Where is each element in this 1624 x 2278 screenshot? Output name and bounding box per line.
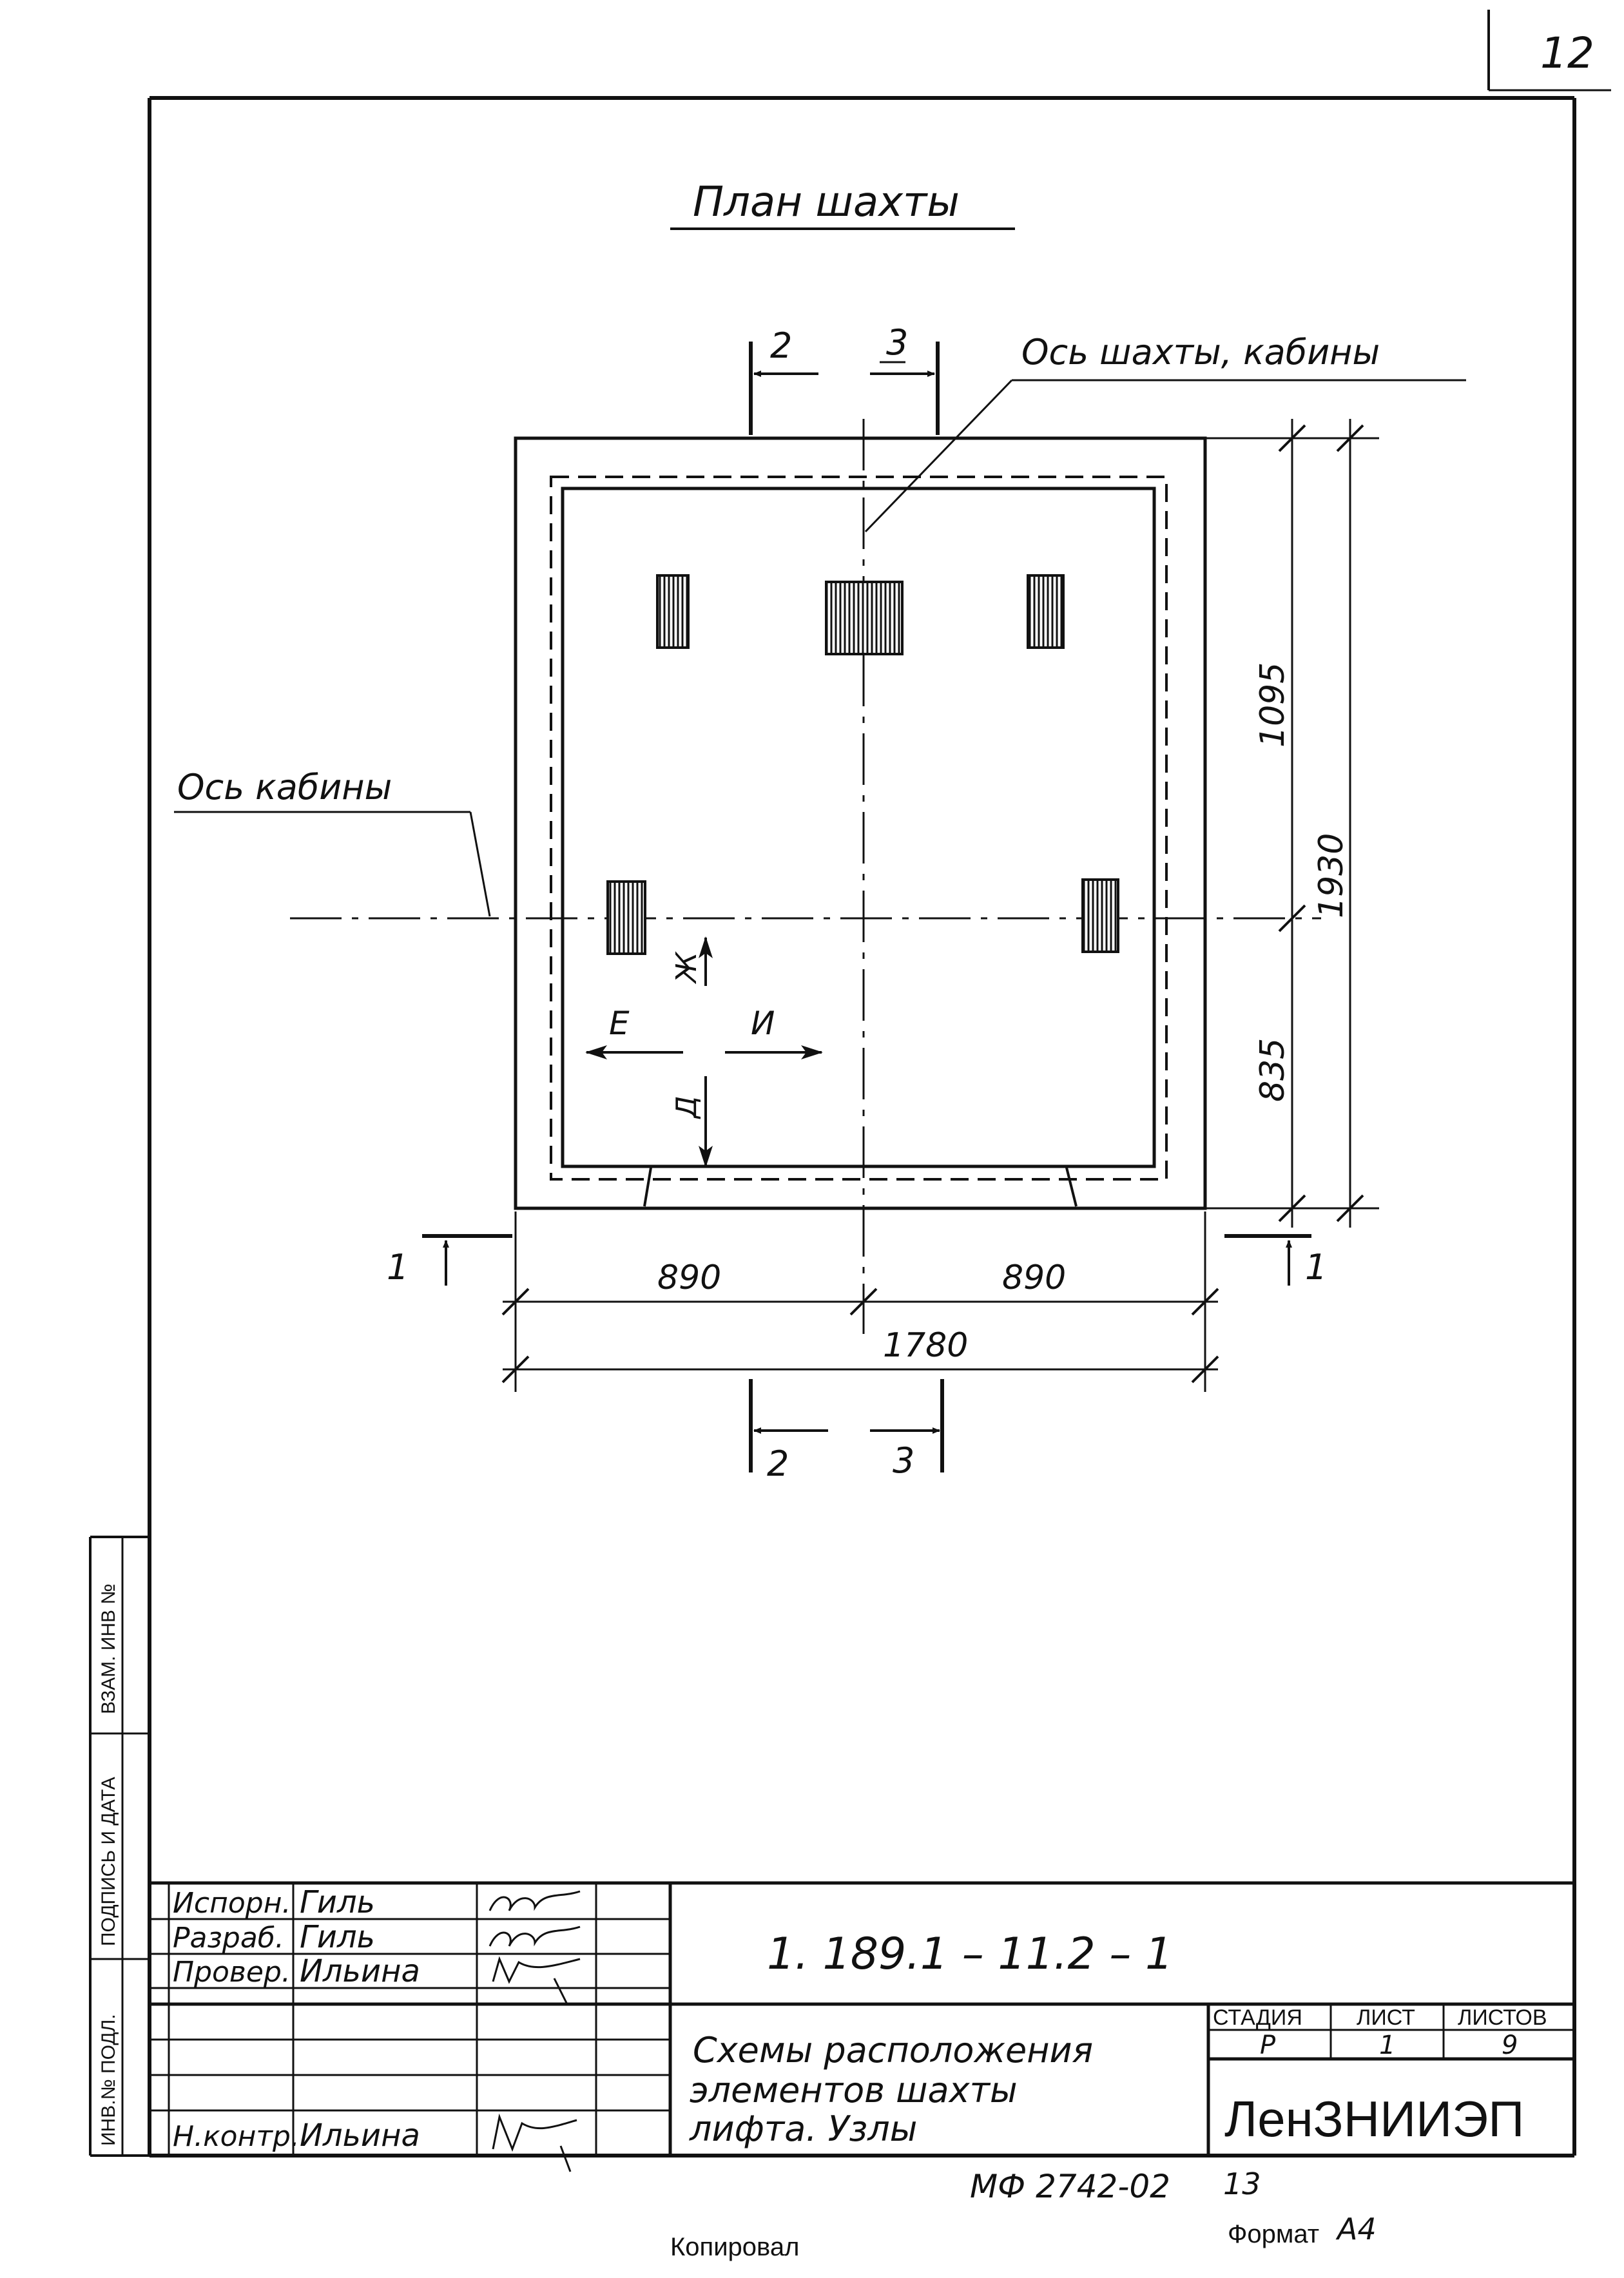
row-name: Ильина: [300, 2118, 420, 2154]
signature-4: [492, 2113, 577, 2172]
signature-1: [488, 1890, 581, 1911]
direction-arrows: [585, 936, 823, 1168]
dim-right: 890: [1002, 1259, 1066, 1297]
sheet-value: 1: [1379, 2031, 1395, 2060]
dir-down-label: Д: [670, 1096, 703, 1119]
row-role: Испорн.: [173, 1887, 291, 1920]
footer-code: МФ 2742-02: [970, 2168, 1170, 2205]
row-role: Провер.: [173, 1956, 291, 1989]
dim-top: 1095: [1253, 662, 1292, 748]
bracket-top-center: [825, 581, 904, 655]
bracket-top-left: [656, 574, 690, 649]
footer-number: 13: [1223, 2167, 1261, 2201]
section-1-left: 1: [387, 1247, 409, 1288]
guide-bracket-right: [1081, 878, 1119, 953]
section-3-bottom: 3: [893, 1440, 914, 1481]
title-block-row-1: Испорн. Гиль: [173, 1884, 581, 1920]
section-marks-1: [422, 1234, 1311, 1286]
dir-up-label: Ж: [670, 951, 703, 985]
dir-left-label: Е: [609, 1005, 630, 1042]
format-label: Формат: [1228, 2220, 1319, 2248]
cabin-outline: [561, 487, 1156, 1168]
sheets-value: 9: [1502, 2031, 1518, 2060]
title-block-row-4: Н.контр. Ильина: [173, 2113, 577, 2172]
bracket-top-right: [1027, 574, 1065, 649]
stage-value: Р: [1260, 2031, 1276, 2060]
horizontal-dimensions: [501, 1211, 1219, 1392]
copied-label: Копировал: [670, 2233, 799, 2261]
title-block-row-2: Разраб. Гиль: [173, 1919, 581, 1955]
row-name: Ильина: [300, 1953, 420, 1989]
sheets-header: ЛИСТОВ: [1458, 2005, 1547, 2030]
signature-3: [492, 1956, 581, 2005]
section-2-bottom: 2: [767, 1443, 789, 1484]
organization-name: ЛенЗНИИЭП: [1224, 2090, 1524, 2147]
title-block-grid: [150, 1881, 1574, 2156]
dim-bottom: 835: [1253, 1038, 1292, 1102]
drawing-designation: 1. 189.1 – 11.2 – 1: [767, 1929, 1173, 1980]
signature-2: [488, 1926, 581, 1947]
description-line-2: элементов шахты: [690, 2070, 1018, 2110]
description-line-3: лифта. Узлы: [689, 2109, 917, 2149]
sheet-header: ЛИСТ: [1357, 2005, 1415, 2030]
section-2-top: 2: [770, 325, 792, 366]
sheet-number: 12: [1540, 28, 1594, 78]
stamp-inv-vzam: ВЗАМ. ИНВ №: [98, 1583, 119, 1714]
cabin-dashed-outline: [550, 476, 1168, 1181]
section-marks-bottom: [749, 1379, 944, 1472]
row-name: Гиль: [300, 1884, 375, 1920]
title-block-row-3: Провер. Ильина: [173, 1953, 581, 2005]
section-1-right: 1: [1305, 1247, 1327, 1288]
guide-bracket-left: [606, 880, 646, 955]
row-role: Разраб.: [173, 1922, 284, 1955]
label-axis-cabin: Ось кабины: [177, 767, 392, 807]
shaft-plan: [290, 419, 1321, 1334]
dim-total-vertical: 1930: [1312, 833, 1351, 918]
shaft-outline: [514, 436, 1207, 1210]
label-axis-shaft-leader: [864, 379, 1013, 533]
label-axis-shaft: Ось шахты, кабины: [1021, 332, 1380, 372]
row-role: Н.контр.: [173, 2120, 300, 2153]
vertical-dimensions: [1205, 419, 1379, 1228]
side-stamp: [89, 1536, 150, 2157]
format-value: А4: [1335, 2212, 1377, 2246]
plan-title: План шахты: [693, 179, 960, 226]
dim-left: 890: [657, 1259, 721, 1297]
stamp-sign-date: ПОДПИСЬ И ДАТА: [98, 1777, 119, 1946]
door-leg-right: [1065, 1167, 1078, 1207]
label-axis-cabin-leader: [469, 811, 491, 917]
stamp-inv-podl: ИНВ.№ ПОДЛ.: [98, 2014, 119, 2146]
dim-total-horizontal: 1780: [883, 1326, 968, 1365]
door-leg-left: [643, 1167, 652, 1207]
sheet-frame: [148, 10, 1611, 2157]
row-name: Гиль: [300, 1919, 375, 1955]
section-3-top: 3: [886, 322, 908, 363]
dir-right-label: И: [751, 1005, 775, 1042]
section-marks-top: [749, 342, 940, 435]
description-line-1: Схемы расположения: [693, 2030, 1093, 2070]
stage-header: СТАДИЯ: [1213, 2005, 1302, 2030]
